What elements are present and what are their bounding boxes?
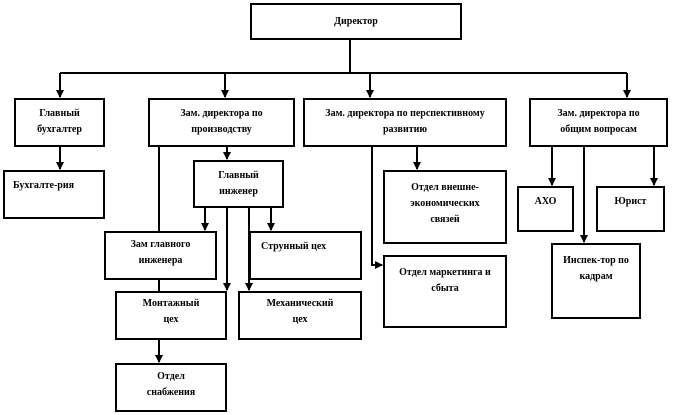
node-mechanical-shop: Механический цех <box>238 291 362 340</box>
node-deputy-development: Зам. директора по перспективному развити… <box>303 98 507 147</box>
node-deputy-general: Зам. директора по общим вопросам <box>529 98 668 147</box>
node-string-shop: Струнный цех <box>249 231 362 280</box>
node-accounting: Бухгалте-рия <box>3 170 105 219</box>
node-deputy-production: Зам. директора по производству <box>148 98 295 147</box>
node-aho: АХО <box>517 186 574 232</box>
node-lawyer: Юрист <box>596 186 665 232</box>
node-marketing-dept: Отдел маркетинга и сбыта <box>383 255 507 328</box>
node-supply-dept: Отдел снабжения <box>115 363 227 412</box>
node-assembly-shop: Монтажный цех <box>115 291 227 340</box>
node-chief-engineer: Главный инженер <box>193 160 284 208</box>
node-deputy-chief-engineer: Зам главного инженера <box>104 231 217 280</box>
node-foreign-econ-dept: Отдел внешне-экономических связей <box>383 170 507 244</box>
node-director: Директор <box>250 3 462 40</box>
node-hr-inspector: Инспек-тор по кадрам <box>551 243 641 319</box>
node-chief-accountant: Главный бухгалтер <box>14 98 105 147</box>
